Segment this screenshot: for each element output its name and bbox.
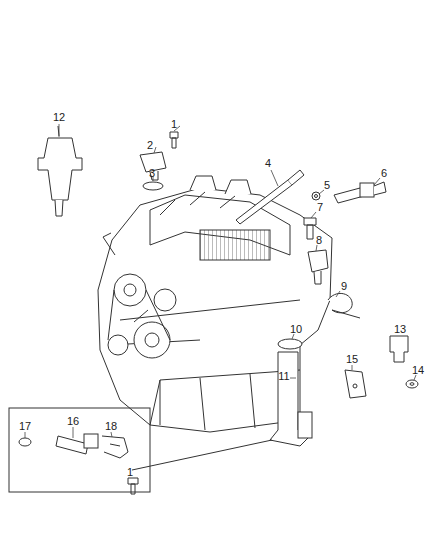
part-illustrations-part <box>312 192 320 200</box>
callout-number: 4 <box>263 157 273 170</box>
callout-number: 9 <box>339 280 349 293</box>
engine-block-part <box>154 289 176 311</box>
part-illustrations-part <box>143 182 163 190</box>
leader-lines-part <box>336 291 340 297</box>
part-illustrations-part <box>328 293 360 318</box>
leader-lines-part <box>25 432 26 438</box>
engine-block-part <box>134 322 170 358</box>
leader-lines-part <box>59 124 60 137</box>
engine-block-part <box>190 176 251 194</box>
leader-lines-part <box>271 170 278 186</box>
leader-lines-part <box>73 427 74 438</box>
engine-block-part <box>200 230 270 260</box>
callout-number: 10 <box>288 323 304 336</box>
callout-number: 14 <box>410 364 426 377</box>
part-illustrations-part <box>288 170 304 185</box>
part-illustrations-part <box>170 132 178 148</box>
inset-frame <box>9 408 150 492</box>
leader-lines <box>25 124 416 438</box>
callout-number: 1 <box>169 118 179 131</box>
part-illustrations-part <box>360 183 374 197</box>
leader-lines-part <box>154 147 156 153</box>
callout-number: 2 <box>145 139 155 152</box>
callout-number: 3 <box>147 167 157 180</box>
leader-lines-part <box>319 190 324 194</box>
callout-number: 12 <box>51 111 67 124</box>
part-illustrations <box>38 126 418 494</box>
engine-block-part <box>145 333 159 347</box>
callout-number: 5 <box>322 179 332 192</box>
inset-frame-part <box>9 408 150 492</box>
leader-lines-part <box>311 212 316 218</box>
part-illustrations-part <box>132 440 272 470</box>
callout-number: 16 <box>65 415 81 428</box>
leader-lines-part <box>111 432 112 437</box>
callout-number: 11 <box>276 370 291 383</box>
callout-number: 7 <box>315 201 325 214</box>
callout-number: 13 <box>392 323 408 336</box>
leader-lines-part <box>352 365 353 370</box>
engine-block-part <box>108 335 128 355</box>
part-illustrations-part <box>55 200 63 216</box>
part-illustrations-part <box>410 383 414 386</box>
inset-frame-part <box>19 438 31 446</box>
engine-block-part <box>108 290 170 340</box>
callout-number: 1 <box>125 466 135 479</box>
part-illustrations-part <box>308 250 328 272</box>
part-illustrations-part <box>406 380 418 388</box>
leader-lines-part <box>316 245 317 251</box>
inset-frame-part <box>84 434 98 448</box>
leader-lines-part <box>374 178 380 185</box>
callout-number: 8 <box>314 234 324 247</box>
part-illustrations-part <box>298 412 312 438</box>
engine-block-part <box>114 274 146 306</box>
leader-lines-part <box>292 334 294 339</box>
leader-lines-part <box>414 375 416 380</box>
part-illustrations-part <box>314 271 321 284</box>
engine-block-part <box>124 284 136 296</box>
inset-frame-part <box>102 436 128 458</box>
callout-number: 18 <box>103 420 119 433</box>
callout-number: 17 <box>17 420 33 433</box>
part-illustrations-part <box>315 195 318 198</box>
part-illustrations-part <box>304 218 316 239</box>
callout-number: 6 <box>379 167 389 180</box>
part-illustrations-part <box>374 182 386 195</box>
part-illustrations-part <box>236 180 292 224</box>
part-illustrations-part <box>353 384 357 388</box>
engine-block-part <box>160 374 255 430</box>
inset-frame-part <box>56 436 88 454</box>
callout-number: 15 <box>344 353 360 366</box>
engine-block-part <box>103 233 115 255</box>
leader-lines-part <box>290 378 296 379</box>
part-illustrations-part <box>38 138 82 200</box>
part-illustrations-part <box>345 370 366 398</box>
part-illustrations-part <box>390 336 408 362</box>
part-illustrations-part <box>278 339 302 349</box>
